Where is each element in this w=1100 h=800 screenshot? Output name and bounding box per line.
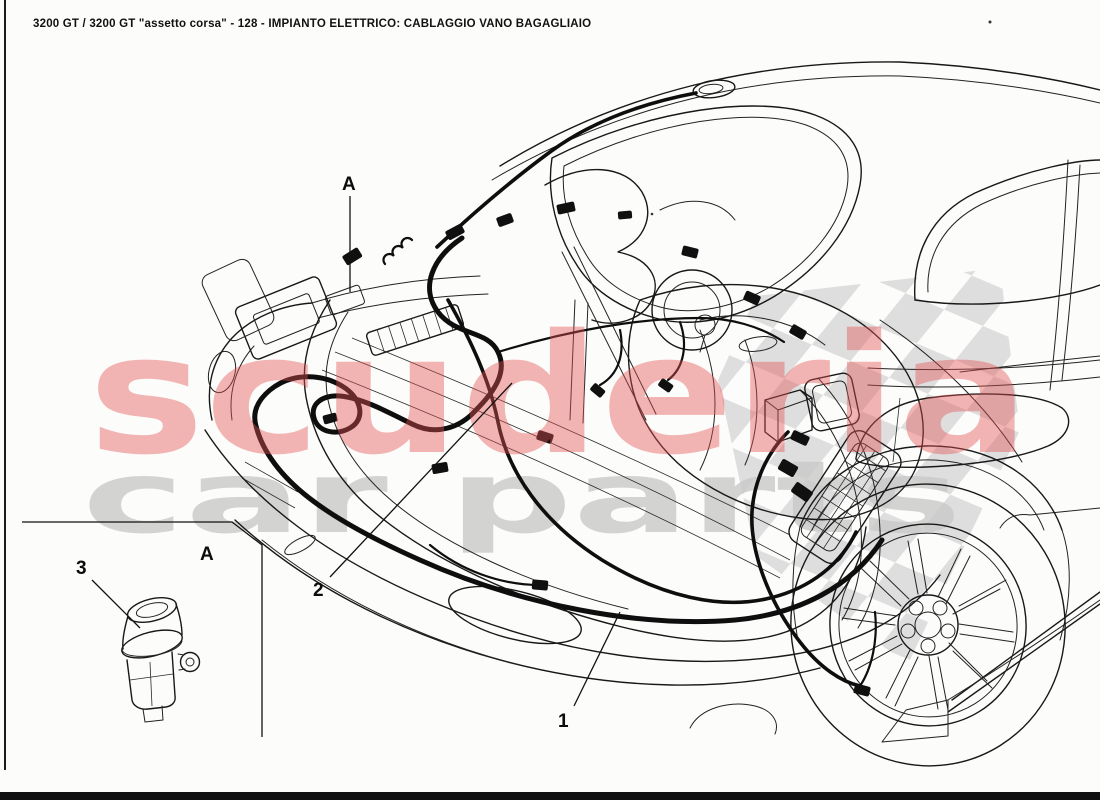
rear-window-aperture (549, 105, 862, 323)
callout-3-label[interactable]: 3 (76, 558, 87, 579)
inset-a-marker: A (200, 544, 214, 565)
wheel-spokes (841, 538, 1015, 711)
harness-dangle-2 (666, 320, 686, 382)
inset-detail-box: A 3 (22, 521, 263, 737)
roof-outline (491, 20, 1100, 216)
callout-1-leader (573, 611, 621, 707)
harness-rim-run (446, 298, 858, 605)
harness-fuel-drop (750, 430, 862, 688)
callouts: A 2 1 (313, 174, 621, 732)
harness-arch-branch (858, 610, 877, 688)
page-border-left (4, 0, 6, 770)
wiring-harness (252, 201, 885, 697)
harness-main-run (252, 235, 885, 625)
harness-dangle-1 (598, 328, 623, 387)
fuel-filler-door (804, 372, 860, 432)
rear-wheel (790, 445, 1070, 767)
rear-bumper (204, 429, 941, 735)
boot-aperture (303, 299, 867, 642)
detail-a-marker: A (342, 174, 356, 195)
wheel-lug-holes (900, 600, 956, 654)
bulb-socket-part (121, 597, 201, 723)
callout-2-label[interactable]: 2 (313, 580, 324, 601)
watermark-primary: scuderia (88, 299, 1030, 491)
boot-strut-lines (561, 246, 657, 421)
page-border-bottom (0, 792, 1100, 800)
relay-box (764, 389, 813, 443)
antenna-cable (435, 91, 698, 249)
harness-connectors (322, 201, 871, 697)
antenna-icon (692, 79, 736, 99)
hinge-hardware (201, 236, 465, 360)
page-title: 3200 GT / 3200 GT "assetto corsa" - 128 … (33, 18, 592, 30)
harness-bumper-wire (428, 543, 542, 587)
harness-shelf-branch (496, 316, 786, 354)
quarter-window (913, 159, 1100, 391)
callout-1-label[interactable]: 1 (558, 711, 569, 732)
inset-border (22, 521, 263, 737)
callout-2-leader (329, 382, 513, 578)
